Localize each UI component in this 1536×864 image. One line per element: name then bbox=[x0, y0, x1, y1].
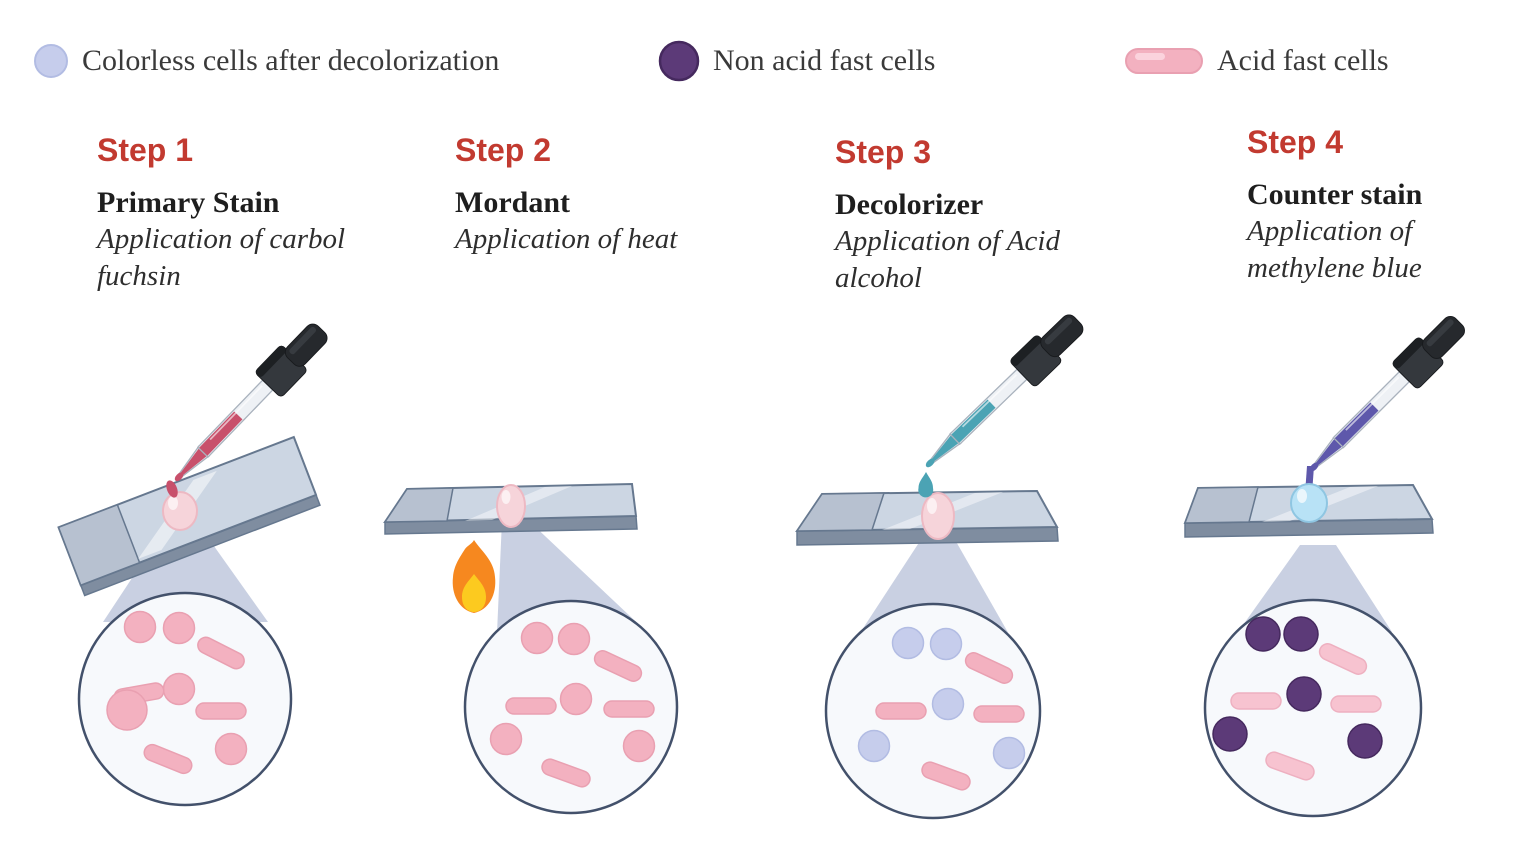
step3-dropper bbox=[925, 314, 1084, 468]
step2-slide-frosted-end bbox=[383, 487, 454, 523]
step4-title: Counter stain bbox=[1247, 178, 1423, 211]
step2-title: Mordant bbox=[455, 186, 570, 219]
legend-label-acid-fast-cells: Acid fast cells bbox=[1217, 44, 1389, 77]
step3-description: Application of Acid alcohol bbox=[835, 225, 1060, 294]
step2-number: Step 2 bbox=[455, 132, 552, 168]
step3-falling-drop bbox=[918, 472, 934, 498]
legend-item-non-acid-fast-cells: Non acid fast cells bbox=[658, 38, 935, 84]
step1-dropper bbox=[174, 323, 328, 482]
step3-header: Step 3 Decolorizer Application of Acid a… bbox=[835, 134, 1110, 297]
step2-specimen-drop bbox=[496, 484, 526, 528]
step2-header: Step 2 Mordant Application of heat bbox=[455, 132, 785, 258]
step3-illustration bbox=[795, 314, 1084, 820]
legend-item-acid-fast-cells: Acid fast cells bbox=[1124, 38, 1389, 84]
step1-header: Step 1 Primary Stain Application of carb… bbox=[97, 132, 402, 295]
step1-slide-frosted-end bbox=[57, 503, 141, 587]
step3-specimen-drop bbox=[921, 492, 955, 540]
step4-header: Step 4 Counter stain Application of meth… bbox=[1247, 124, 1472, 287]
step2-cells bbox=[489, 621, 656, 788]
step3-slide-frosted-end bbox=[795, 492, 886, 532]
step3-title: Decolorizer bbox=[835, 188, 984, 221]
step1-number: Step 1 bbox=[97, 132, 194, 168]
step4-illustration bbox=[1183, 316, 1465, 818]
step3-cells bbox=[857, 626, 1026, 791]
step4-slide-frosted-end bbox=[1183, 486, 1259, 524]
step1-title: Primary Stain bbox=[97, 186, 280, 219]
acid-fast-cell-icon bbox=[1125, 48, 1203, 74]
step1-description: Application of carbol fuchsin bbox=[97, 223, 346, 292]
step2-description: Application of heat bbox=[455, 223, 678, 255]
flame-icon bbox=[452, 540, 496, 613]
legend-label-colorless-cells: Colorless cells after decolorization bbox=[82, 44, 500, 77]
legend-label-non-acid-fast-cells: Non acid fast cells bbox=[713, 44, 936, 77]
step3-number: Step 3 bbox=[835, 134, 932, 170]
colorless-cell-icon bbox=[34, 44, 68, 78]
step1-magnifier-cone bbox=[103, 525, 268, 622]
step4-number: Step 4 bbox=[1247, 124, 1344, 160]
step4-dropper bbox=[1309, 316, 1465, 472]
step4-description: Application of methylene blue bbox=[1247, 215, 1422, 284]
step4-blue-drop bbox=[1290, 483, 1328, 523]
step1-stain-drip bbox=[166, 480, 178, 498]
step2-illustration bbox=[383, 482, 679, 815]
legend-item-colorless-cells: Colorless cells after decolorization bbox=[33, 38, 499, 84]
non-acid-fast-cell-icon bbox=[658, 40, 700, 82]
step1-illustration bbox=[57, 323, 328, 807]
step1-specimen-drop bbox=[162, 491, 198, 531]
step2-magnifier-cone bbox=[497, 520, 648, 633]
step4-cells bbox=[1212, 616, 1383, 781]
step1-cells bbox=[106, 610, 248, 775]
